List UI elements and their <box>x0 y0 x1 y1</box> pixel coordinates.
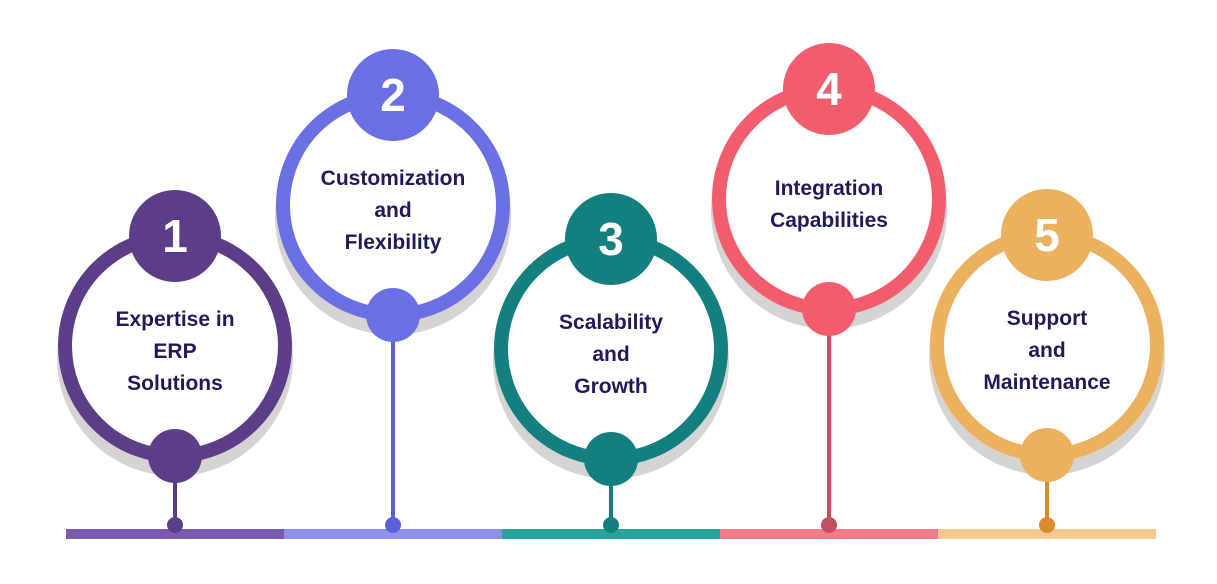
step-1-bar-dot <box>167 517 183 533</box>
step-4-bar-dot <box>821 517 837 533</box>
step-5-face <box>930 228 1164 462</box>
step-5-badge <box>1001 189 1093 281</box>
timeline-segment-1 <box>66 529 284 539</box>
step-2-number: 2 <box>380 69 406 121</box>
step-4-label: Integration Capabilities <box>770 177 888 232</box>
step-1-face <box>58 229 292 463</box>
step-5-number: 5 <box>1034 209 1060 261</box>
step-2-bar-dot <box>385 517 401 533</box>
step-5-bar-dot <box>1039 517 1055 533</box>
step-1-number: 1 <box>162 210 188 262</box>
timeline-segment-3 <box>502 529 720 539</box>
step-5-knob <box>1020 428 1074 482</box>
step-4-knob <box>802 282 856 336</box>
timeline-segment-2 <box>284 529 502 539</box>
step-3-number: 3 <box>598 213 624 265</box>
step-2-badge <box>347 49 439 141</box>
step-3-badge <box>565 193 657 285</box>
step-4-number: 4 <box>816 63 842 115</box>
step-1-knob <box>148 429 202 483</box>
step-4-badge <box>783 43 875 135</box>
step-3-knob <box>584 432 638 486</box>
step-5-label: Support and Maintenance <box>983 307 1111 394</box>
timeline-segment-4 <box>720 529 938 539</box>
step-4-face <box>712 82 946 316</box>
step-2-knob <box>366 288 420 342</box>
step-1-badge <box>129 190 221 282</box>
step-3-bar-dot <box>603 517 619 533</box>
step-3-label: Scalability and Growth <box>559 311 663 398</box>
step-2-label: Customization and Flexibility <box>320 167 466 254</box>
step-3-face <box>494 232 728 466</box>
step-2-face <box>276 88 510 322</box>
step-1-label: Expertise in ERP Solutions <box>115 308 235 395</box>
timeline-segment-5 <box>938 529 1156 539</box>
